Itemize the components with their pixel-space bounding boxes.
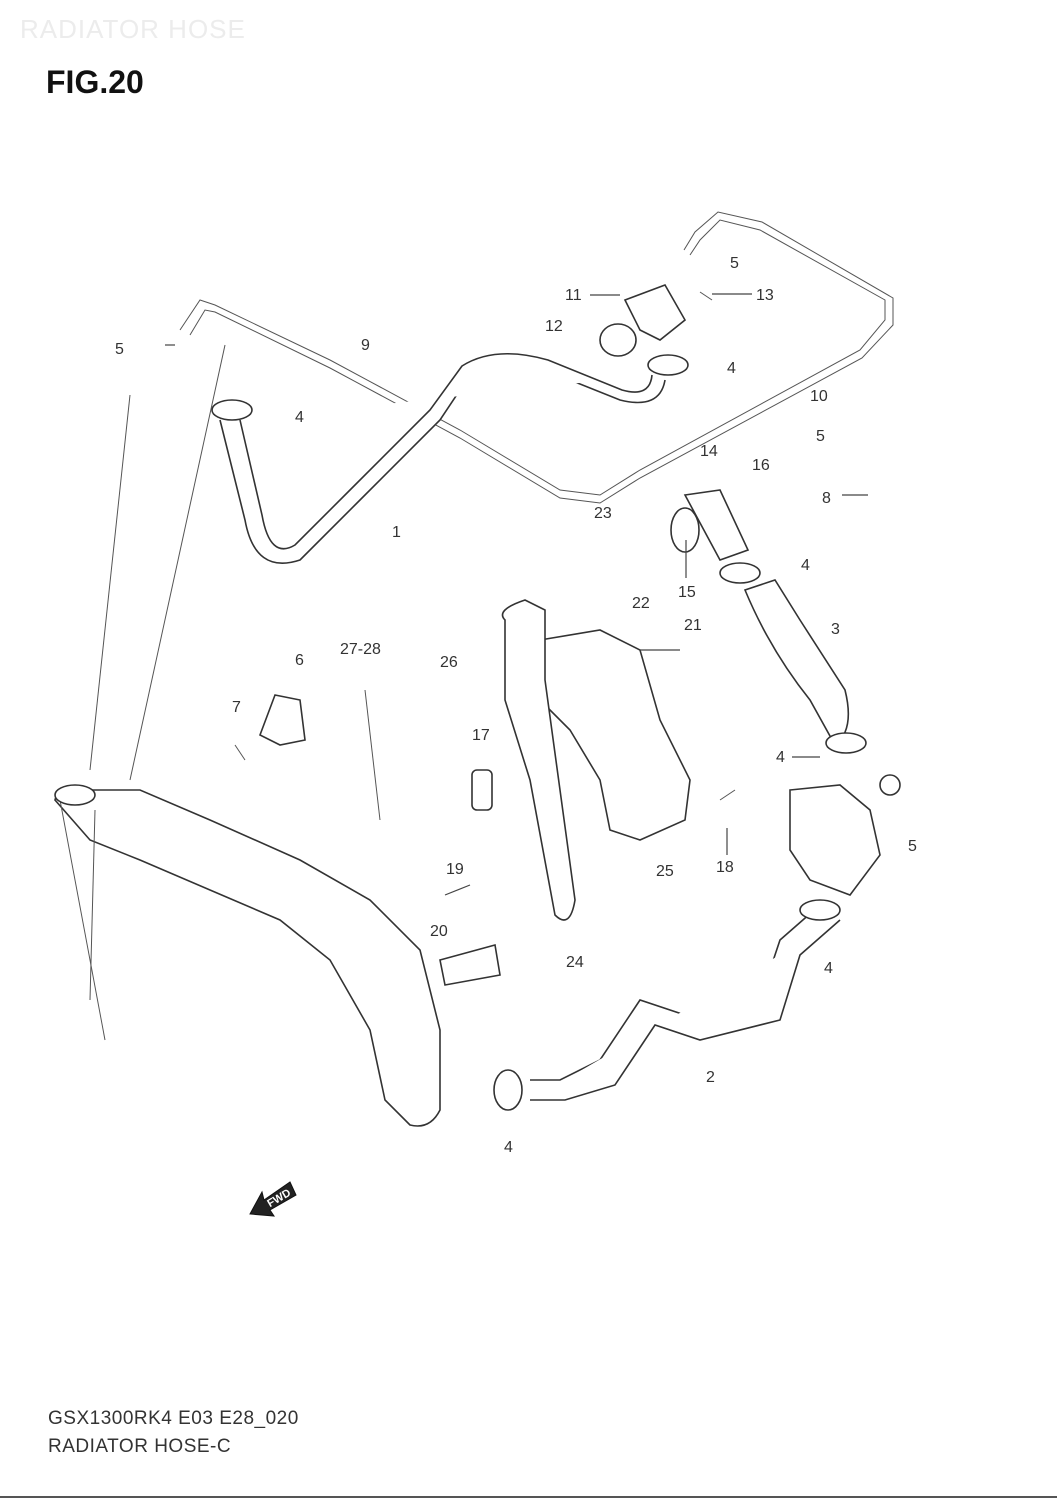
callout-5-c: 5	[816, 428, 825, 445]
radiator-side-line-b	[89, 809, 96, 1001]
part-18	[719, 789, 736, 801]
water-pump	[789, 784, 881, 896]
callout-4-f: 4	[504, 1139, 513, 1156]
hose-1-inner	[239, 352, 653, 550]
callout-24: 24	[566, 954, 584, 971]
callout-6: 6	[295, 652, 304, 669]
radiator-hose-lower	[54, 785, 441, 1127]
thermostat-cover-11	[623, 284, 687, 341]
callout-5-a: 5	[115, 341, 124, 358]
callout-14: 14	[700, 443, 718, 460]
clamp-4-d	[825, 732, 867, 754]
callout-22: 22	[632, 595, 650, 612]
clamp-4-c	[719, 562, 761, 584]
callout-21: 21	[684, 617, 702, 634]
part-20	[439, 943, 501, 986]
callout-25: 25	[656, 863, 674, 880]
callout-5-b: 5	[730, 255, 739, 272]
breather-tube-9	[179, 219, 886, 496]
callout-12: 12	[545, 318, 563, 335]
bolt-13	[699, 291, 713, 301]
bolt-7	[234, 744, 246, 761]
callout-5-d: 5	[908, 838, 917, 855]
bottom-border	[0, 1496, 1057, 1498]
watermark-title: RADIATOR HOSE	[20, 14, 246, 44]
overflow-hose-26	[501, 599, 576, 921]
fitting-14	[683, 489, 750, 561]
hose-3	[743, 579, 850, 747]
callout-4-d: 4	[776, 749, 785, 766]
callout-10: 10	[810, 388, 828, 405]
callout-17: 17	[472, 727, 490, 744]
clamp-4-g	[54, 784, 96, 806]
diagram-name: RADIATOR HOSE-C	[48, 1436, 232, 1457]
radiator-leader-a	[89, 394, 131, 771]
clamp-4-b	[647, 354, 689, 376]
callout-19: 19	[446, 861, 464, 878]
leader-19	[444, 884, 471, 896]
callout-4-c: 4	[801, 557, 810, 574]
figure-title: FIG.20	[46, 64, 144, 100]
diagram-code: GSX1300RK4 E03 E28_020	[48, 1408, 299, 1429]
callout-13: 13	[756, 287, 774, 304]
callout-16: 16	[752, 457, 770, 474]
callout-23: 23	[594, 505, 612, 522]
hose-2-inner	[530, 919, 841, 1101]
callout-3: 3	[831, 621, 840, 638]
forward-direction-badge: FWD	[249, 1181, 297, 1217]
clamp-4-e	[799, 899, 841, 921]
callout-4-a: 4	[295, 409, 304, 426]
clip-6	[258, 694, 306, 746]
radiator-leader-b	[129, 344, 226, 781]
callout-8: 8	[822, 490, 831, 507]
callout-26: 26	[440, 654, 458, 671]
bolt-27-28	[364, 689, 381, 821]
clamp-4-a	[211, 399, 253, 421]
callout-18: 18	[716, 859, 734, 876]
o-ring-15	[670, 507, 700, 553]
clamp-4-f	[493, 1069, 523, 1111]
part-17	[471, 769, 493, 811]
breather-tube-9-outline	[189, 211, 894, 504]
cap-5	[879, 774, 901, 796]
callout-27-28: 27-28	[340, 641, 381, 658]
radiator-side-line	[59, 799, 106, 1041]
callout-1: 1	[392, 524, 401, 541]
callout-4-e: 4	[824, 960, 833, 977]
hose-2	[530, 904, 821, 1081]
callout-9: 9	[361, 337, 370, 354]
forward-arrow-icon	[249, 1181, 297, 1217]
callout-4-b: 4	[727, 360, 736, 377]
reservoir-tank-21	[539, 629, 691, 841]
callout-15: 15	[678, 584, 696, 601]
thermostat-12	[599, 323, 637, 357]
callout-2: 2	[706, 1069, 715, 1086]
callout-7: 7	[232, 699, 241, 716]
callout-20: 20	[430, 923, 448, 940]
callout-11: 11	[565, 287, 582, 304]
fwd-label: FWD	[265, 1187, 293, 1210]
